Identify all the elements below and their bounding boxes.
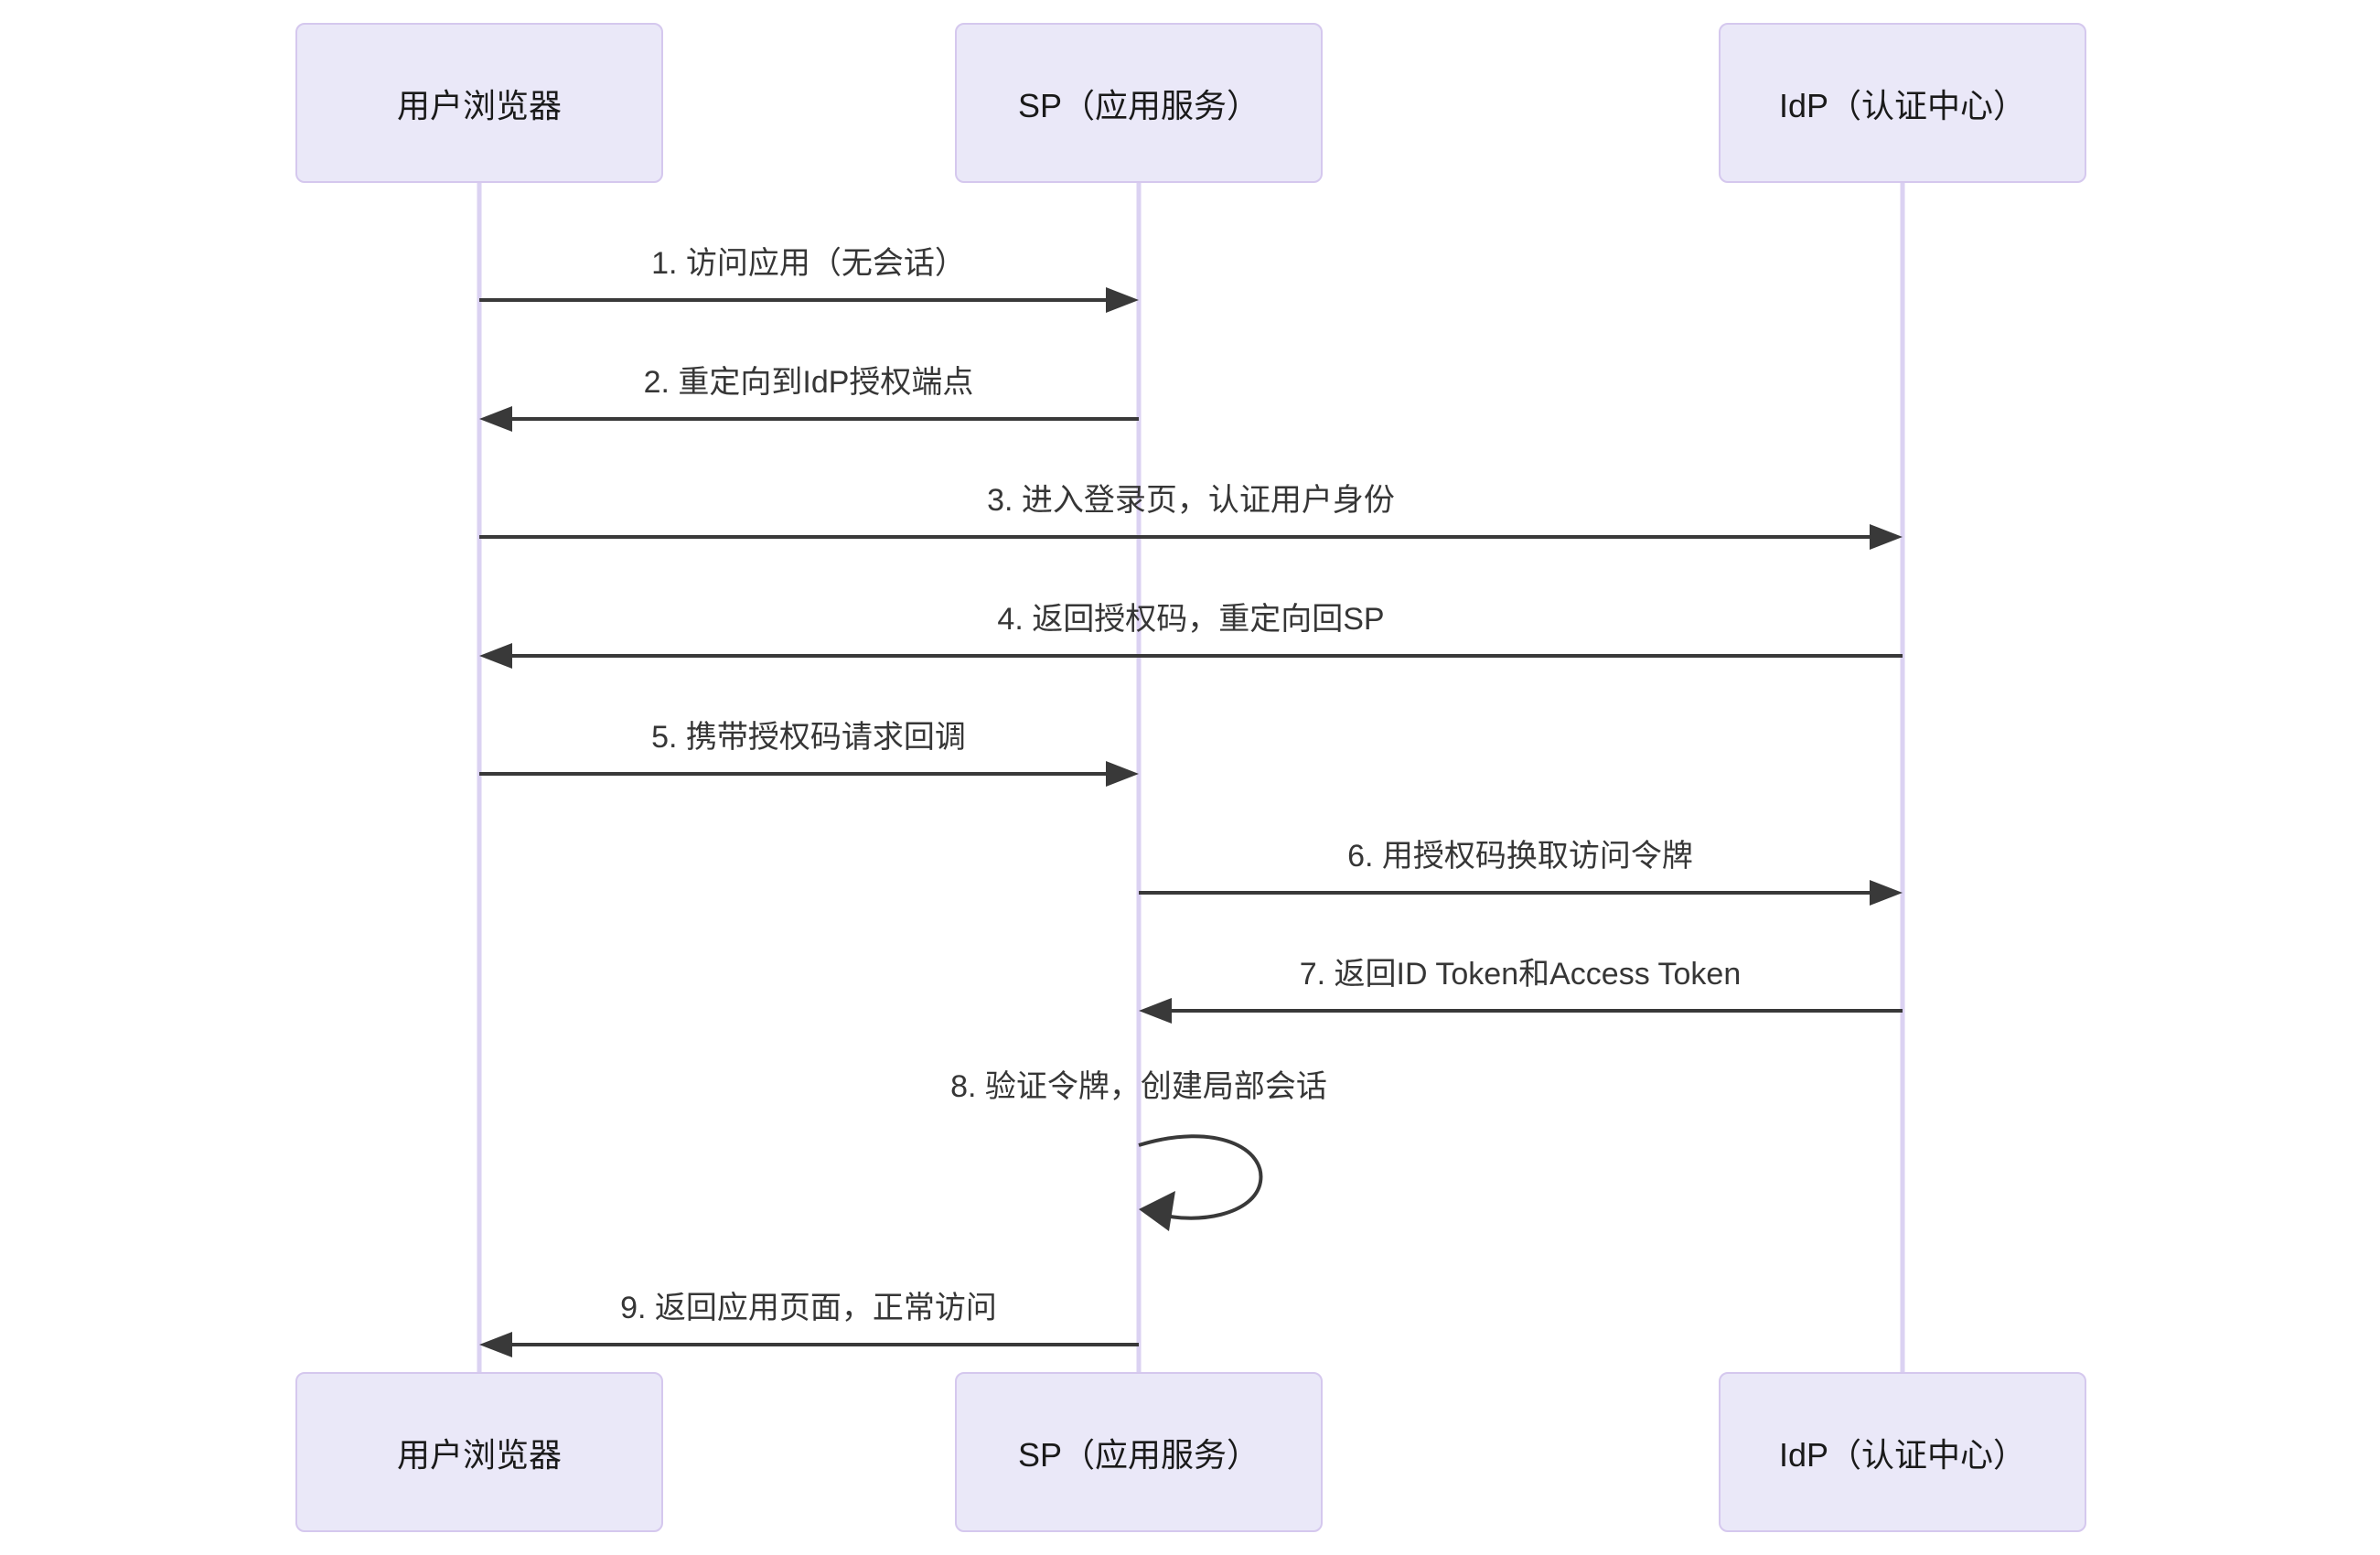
message-label-9: 9. 返回应用页面，正常访问 bbox=[620, 1291, 997, 1325]
actor-box-idp-top: IdP（认证中心） bbox=[1719, 23, 2086, 183]
arrowhead-left-icon bbox=[479, 406, 512, 432]
arrowhead-left-icon bbox=[479, 643, 512, 669]
actor-label: SP（应用服务） bbox=[1017, 1435, 1260, 1474]
arrowhead-right-icon bbox=[1106, 287, 1139, 313]
message-label-2: 2. 重定向到IdP授权端点 bbox=[643, 365, 974, 400]
arrowhead-left-icon bbox=[1139, 998, 1172, 1024]
message-label-4: 4. 返回授权码，重定向回SP bbox=[997, 602, 1385, 637]
arrowhead-right-icon bbox=[1870, 880, 1903, 906]
message-label-5: 5. 携带授权码请求回调 bbox=[651, 720, 966, 755]
message-label-3: 3. 进入登录页，认证用户身份 bbox=[987, 483, 1395, 518]
message-label-6: 6. 用授权码换取访问令牌 bbox=[1347, 839, 1693, 874]
actor-box-idp-bottom: IdP（认证中心） bbox=[1719, 1372, 2086, 1532]
actor-label: SP（应用服务） bbox=[1017, 86, 1260, 124]
actor-box-sp-bottom: SP（应用服务） bbox=[955, 1372, 1323, 1532]
message-label-8: 8. 验证令牌，创建局部会话 bbox=[950, 1069, 1327, 1104]
message-label-1: 1. 访问应用（无会话） bbox=[651, 246, 966, 281]
actor-label: IdP（认证中心） bbox=[1778, 1435, 2027, 1474]
actor-box-browser-bottom: 用户浏览器 bbox=[295, 1372, 663, 1532]
actor-label: 用户浏览器 bbox=[396, 1435, 562, 1474]
arrowhead-right-icon bbox=[1106, 761, 1139, 787]
message-label-7: 7. 返回ID Token和Access Token bbox=[1299, 957, 1742, 992]
self-loop-line bbox=[1138, 1134, 1263, 1220]
arrowhead-left-icon bbox=[1139, 1191, 1175, 1231]
arrowhead-left-icon bbox=[479, 1332, 512, 1357]
actor-box-sp-top: SP（应用服务） bbox=[955, 23, 1323, 183]
actor-box-browser-top: 用户浏览器 bbox=[295, 23, 663, 183]
arrowhead-right-icon bbox=[1870, 524, 1903, 550]
actor-label: 用户浏览器 bbox=[396, 86, 562, 124]
actor-label: IdP（认证中心） bbox=[1778, 86, 2027, 124]
